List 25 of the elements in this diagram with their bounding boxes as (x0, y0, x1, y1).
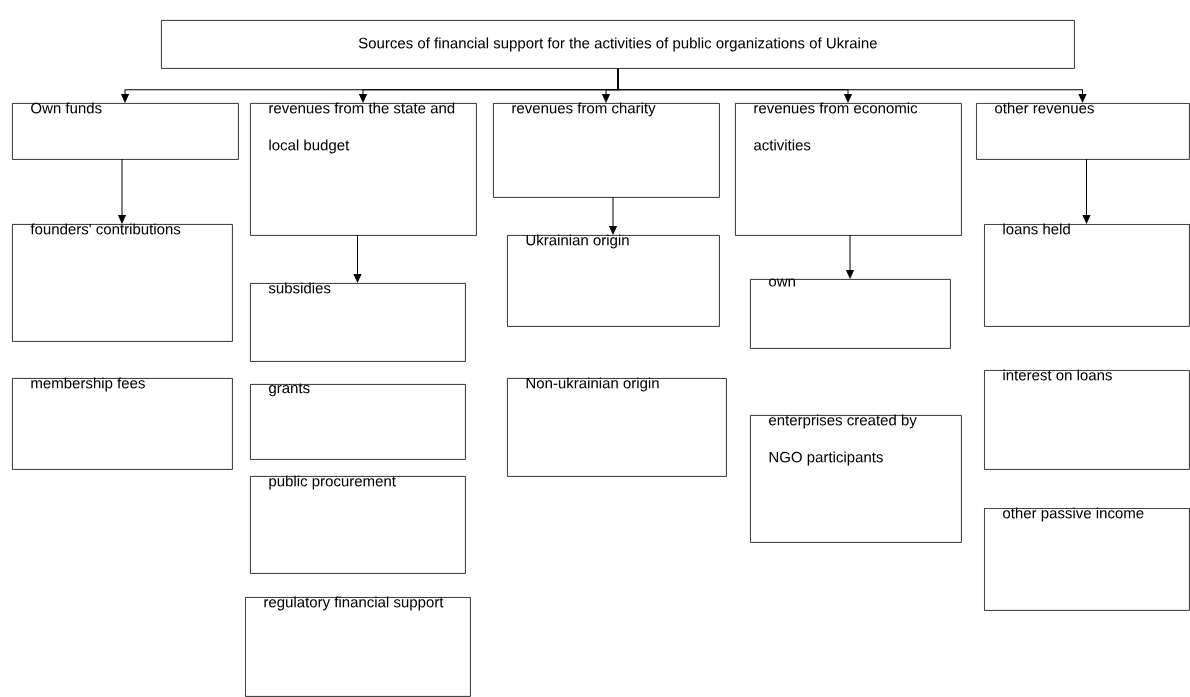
text-box: other passive income (984, 507, 1190, 611)
text-box: founders' contributions (12, 223, 233, 342)
text-box: revenues from economic activities (735, 102, 962, 236)
text-box: enterprises created by NGO participants (750, 414, 962, 543)
text-box: other revenues (976, 102, 1190, 160)
text-box: loans held (984, 223, 1190, 327)
text-box: interest on loans (984, 369, 1190, 470)
text-box: Sources of financial support for the activities of public organizations of Ukraine (161, 20, 1075, 69)
text-box: grants (250, 383, 466, 460)
arrow (617, 68, 1087, 103)
text-box: membership fees (12, 377, 233, 470)
text-box: revenues from the state and local budget (250, 102, 477, 236)
text-box: public procurement (250, 475, 466, 574)
text-box: Non-ukrainian origin (507, 377, 727, 477)
arrow (609, 196, 617, 235)
text-box: subsidies (250, 282, 466, 362)
arrow (846, 234, 854, 279)
text-box: regulatory financial support (245, 596, 471, 697)
text-box: Ukrainian origin (507, 234, 720, 327)
arrow (353, 234, 362, 283)
arrow (118, 158, 126, 224)
text-box: revenues from charity (493, 102, 720, 198)
arrow (1082, 158, 1091, 224)
text-box: Own funds (12, 102, 239, 160)
text-box: own (750, 278, 951, 349)
